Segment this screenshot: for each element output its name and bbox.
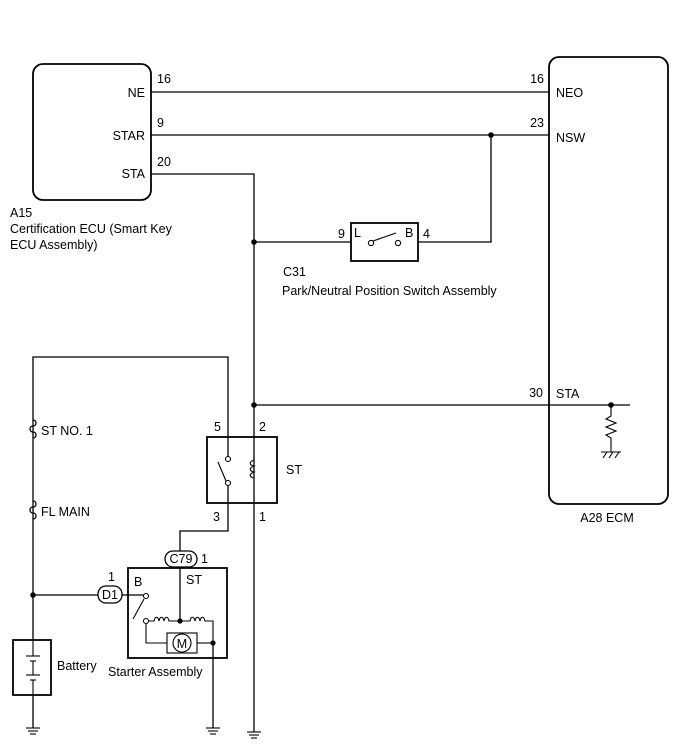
st-relay-pin-2: 2 — [259, 420, 266, 434]
pnp-pin-left: 9 — [338, 227, 345, 241]
ecm-pin-nsw-label: NSW — [556, 131, 585, 145]
starter-terminal-st: ST — [186, 573, 202, 587]
wire-relay-to-c79 — [179, 485, 229, 552]
fuse-fl-main-icon — [29, 500, 37, 520]
starter-name: Starter Assembly — [108, 665, 203, 679]
starter-motor-wire-left — [145, 624, 167, 644]
d1-pin: 1 — [108, 570, 115, 584]
starter-terminal-b: B — [134, 575, 142, 589]
st-relay-box — [206, 436, 278, 504]
pnp-switch-blade — [372, 232, 397, 242]
starter-switch-blade — [132, 598, 145, 620]
st-relay-label: ST — [286, 463, 302, 477]
ecm-ground-icon — [601, 451, 621, 459]
ecm-resistor-icon — [604, 405, 618, 452]
pnp-name: Park/Neutral Position Switch Assembly — [282, 284, 497, 298]
d1-connector-label: D1 — [102, 588, 118, 602]
starter-ground-icon — [206, 727, 220, 735]
c79-connector-label: C79 — [170, 552, 193, 566]
motor-label: M — [177, 637, 187, 651]
st-relay-blade — [217, 461, 227, 482]
cert-ecu-pin-sta-num: 20 — [157, 155, 171, 169]
cert-ecu-pin-star-num: 9 — [157, 116, 164, 130]
pnp-contact-left-label: L — [354, 226, 361, 240]
cert-ecu-pin-sta-label: STA — [122, 167, 146, 181]
ecm-title: A28 ECM — [580, 511, 634, 525]
starter-coil-left-icon — [148, 616, 180, 622]
pnp-pin-right: 4 — [423, 227, 430, 241]
st-relay-coil-icon — [249, 459, 256, 479]
fuse-st-no1-icon — [29, 419, 37, 439]
ecm-pin-sta-label: STA — [556, 387, 580, 401]
battery-label: Battery — [57, 659, 97, 673]
pnp-switch-box — [350, 222, 419, 262]
st-relay-pin-5: 5 — [214, 420, 221, 434]
ecm-box — [548, 56, 669, 505]
cert-ecu-pin-ne-num: 16 — [157, 72, 171, 86]
starter-contact-top — [142, 592, 150, 600]
cert-ecu-pin-ne-label: NE — [128, 86, 145, 100]
fuse-fl-main-label: FL MAIN — [41, 505, 90, 519]
c79-pin: 1 — [201, 552, 208, 566]
cert-ecu-name-line2: ECU Assembly) — [10, 238, 98, 252]
ecm-pin-neo-num: 16 — [530, 72, 544, 86]
battery-icon — [26, 640, 40, 695]
relay-ground-icon — [247, 731, 261, 739]
cert-ecu-code: A15 — [10, 206, 32, 220]
fuse-st-no1-label: ST NO. 1 — [41, 424, 93, 438]
wire-nsw-to-pnp — [418, 135, 492, 243]
pnp-contact-right — [394, 239, 402, 247]
cert-ecu-box — [32, 63, 152, 201]
ecm-pin-sta-num: 30 — [529, 386, 543, 400]
c79-connector — [164, 550, 198, 568]
cert-ecu-name-line1: Certification ECU (Smart Key — [10, 222, 173, 236]
starter-contact-bottom — [142, 617, 150, 625]
st-relay-contact-bottom — [224, 479, 232, 487]
ecm-pin-nsw-num: 23 — [530, 116, 544, 130]
st-relay-pin-3: 3 — [213, 510, 220, 524]
pnp-contact-left — [367, 239, 375, 247]
starter-box — [127, 567, 228, 659]
wire-sta-down — [151, 173, 255, 732]
cert-ecu-pin-star-label: STAR — [113, 129, 145, 143]
starter-coil-right-icon — [180, 616, 214, 643]
st-relay-pin-1: 1 — [259, 510, 266, 524]
st-relay-contact-top — [224, 455, 232, 463]
ecm-pin-neo-label: NEO — [556, 86, 583, 100]
wire-fuse-loop-top — [32, 356, 229, 595]
pnp-contact-right-label: B — [405, 226, 413, 240]
motor-icon — [172, 633, 192, 653]
battery-box — [12, 639, 52, 696]
pnp-code: C31 — [283, 265, 306, 279]
battery-ground-icon — [26, 727, 40, 735]
